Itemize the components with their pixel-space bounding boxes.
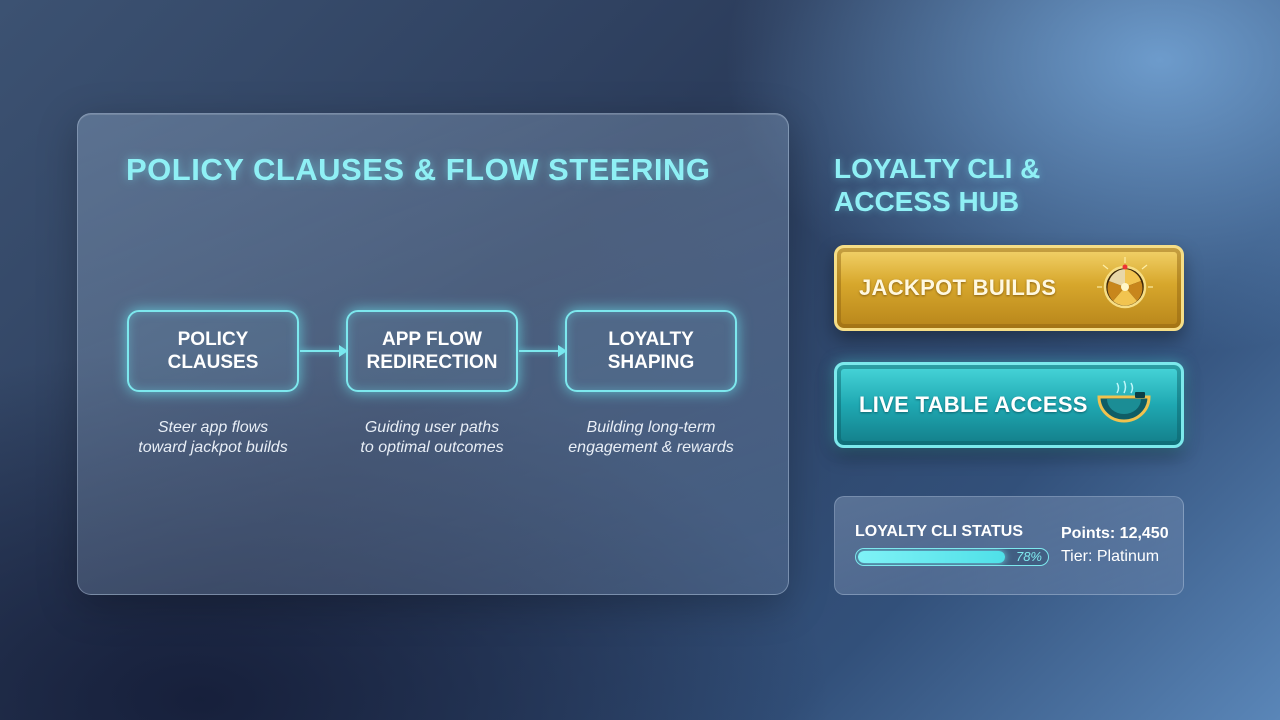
step-label-line1: POLICY bbox=[177, 329, 249, 350]
step-label-line2: CLAUSES bbox=[167, 352, 259, 373]
live-table-access-label: LIVE TABLE ACCESS bbox=[859, 392, 1088, 417]
step-caption: Building long-term engagement & rewards bbox=[541, 418, 761, 458]
caption-line1: Building long-term bbox=[586, 419, 716, 436]
roulette-wheel-icon bbox=[1097, 257, 1153, 319]
points-value: Points: 12,450 bbox=[1061, 525, 1169, 542]
step-app-flow-redirection[interactable]: APP FLOW REDIRECTION bbox=[346, 310, 518, 392]
caption-line1: Steer app flows bbox=[157, 419, 269, 436]
card-table-icon bbox=[1095, 377, 1153, 433]
caption-line2: to optimal outcomes bbox=[360, 439, 504, 456]
hub-title-line1: LOYALTY CLI & bbox=[834, 153, 1041, 184]
step-label-line2: SHAPING bbox=[607, 352, 695, 373]
panel-title: POLICY CLAUSES & FLOW STEERING bbox=[126, 152, 711, 187]
flow-steering-panel: POLICY CLAUSES & FLOW STEERING POLICY CL… bbox=[77, 113, 789, 595]
jackpot-builds-button[interactable]: JACKPOT BUILDS bbox=[834, 245, 1184, 331]
hub-title: LOYALTY CLI & ACCESS HUB bbox=[834, 152, 1134, 218]
progress-fill bbox=[858, 551, 1005, 563]
step-label-line2: REDIRECTION bbox=[366, 352, 498, 373]
flow-arrow bbox=[300, 345, 348, 357]
loyalty-status-card: LOYALTY CLI STATUS 78% Points: 12,450 Ti… bbox=[834, 496, 1184, 595]
loyalty-progress-bar: 78% bbox=[855, 548, 1049, 566]
flow-arrow bbox=[519, 345, 567, 357]
step-loyalty-shaping[interactable]: LOYALTY SHAPING bbox=[565, 310, 737, 392]
live-table-access-button[interactable]: LIVE TABLE ACCESS bbox=[834, 362, 1184, 448]
step-label-line1: LOYALTY bbox=[608, 329, 694, 350]
step-policy-clauses[interactable]: POLICY CLAUSES bbox=[127, 310, 299, 392]
step-caption: Steer app flows toward jackpot builds bbox=[103, 418, 323, 458]
step-label-line1: APP FLOW bbox=[382, 329, 482, 350]
caption-line2: engagement & rewards bbox=[568, 439, 734, 456]
caption-line1: Guiding user paths bbox=[364, 419, 500, 436]
status-label: LOYALTY CLI STATUS bbox=[855, 523, 1024, 540]
progress-percent: 78% bbox=[1015, 549, 1042, 564]
tier-value: Tier: Platinum bbox=[1061, 548, 1160, 565]
caption-line2: toward jackpot builds bbox=[138, 439, 288, 456]
hub-title-line2: ACCESS HUB bbox=[834, 186, 1020, 217]
step-caption: Guiding user paths to optimal outcomes bbox=[322, 418, 542, 458]
jackpot-builds-label: JACKPOT BUILDS bbox=[859, 275, 1057, 300]
